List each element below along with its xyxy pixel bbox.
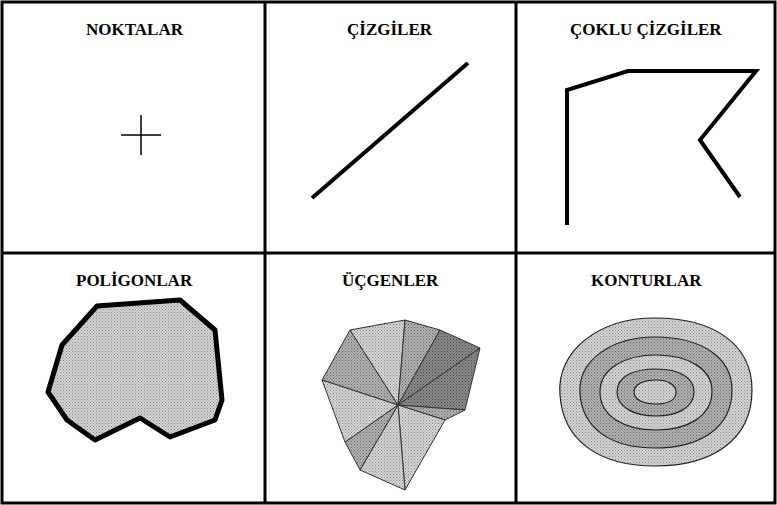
line-symbol	[312, 63, 468, 198]
triangle-mesh	[322, 320, 480, 490]
contour-map	[560, 318, 752, 466]
cell-heading: ÜÇGENLER	[342, 271, 438, 291]
polygon-symbol	[48, 300, 222, 440]
cell-heading: NOKTALAR	[86, 20, 183, 40]
polyline-symbol	[567, 71, 756, 225]
cell-heading: POLİGONLAR	[76, 271, 192, 291]
cell-heading: ÇİZGİLER	[347, 20, 432, 40]
cell-heading: ÇOKLU ÇİZGİLER	[570, 20, 722, 40]
cell-heading: KONTURLAR	[591, 271, 702, 291]
point-symbol	[121, 115, 161, 155]
